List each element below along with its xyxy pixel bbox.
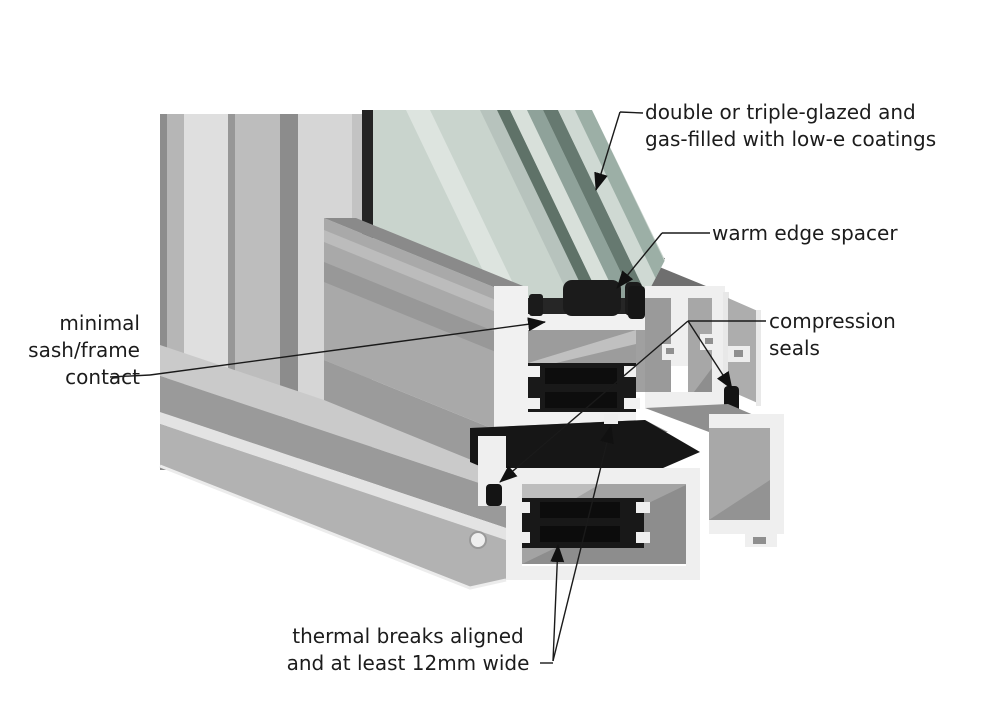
sash-thermal-break — [524, 363, 640, 412]
label-minimal-contact-line1: minimal — [59, 311, 140, 335]
compression-seal-left — [486, 484, 502, 506]
label-thermal-breaks: thermal breaks aligned and at least 12mm… — [258, 623, 558, 677]
label-compression-seals: compression seals — [769, 308, 896, 362]
leader-glazing — [619, 111, 644, 114]
compression-seal-upper — [628, 286, 645, 319]
label-compression-seals-line2: seals — [769, 336, 820, 360]
inner-glazing-gasket — [529, 294, 543, 316]
label-glazing-line1: double or triple-glazed and — [645, 100, 916, 124]
label-minimal-contact: minimal sash/frame contact — [10, 310, 140, 391]
sill-profile-cut-face — [469, 436, 700, 580]
label-warm-edge-spacer: warm edge spacer — [712, 220, 898, 247]
leader-lines — [109, 111, 766, 664]
label-glazing: double or triple-glazed and gas-filled w… — [645, 99, 936, 153]
leader-contact — [109, 374, 151, 378]
label-thermal-breaks-line2: and at least 12mm wide — [286, 651, 530, 675]
frame-profile-cut-face — [628, 286, 761, 408]
sash-extrusion — [324, 218, 528, 470]
label-minimal-contact-line2: sash/frame — [28, 338, 140, 362]
warm-edge-spacer — [563, 280, 621, 316]
label-glazing-line2: gas-filled with low-e coatings — [645, 127, 937, 151]
label-thermal-breaks-line1: thermal breaks aligned — [292, 624, 524, 648]
label-minimal-contact-line3: contact — [65, 365, 140, 389]
label-warm-edge-spacer-text: warm edge spacer — [712, 221, 898, 245]
glazing-channel-trim — [362, 110, 373, 302]
sill-thermal-break — [516, 498, 650, 548]
label-compression-seals-line1: compression — [769, 309, 896, 333]
outer-step-profile — [645, 404, 784, 547]
screw-boss — [469, 531, 487, 549]
